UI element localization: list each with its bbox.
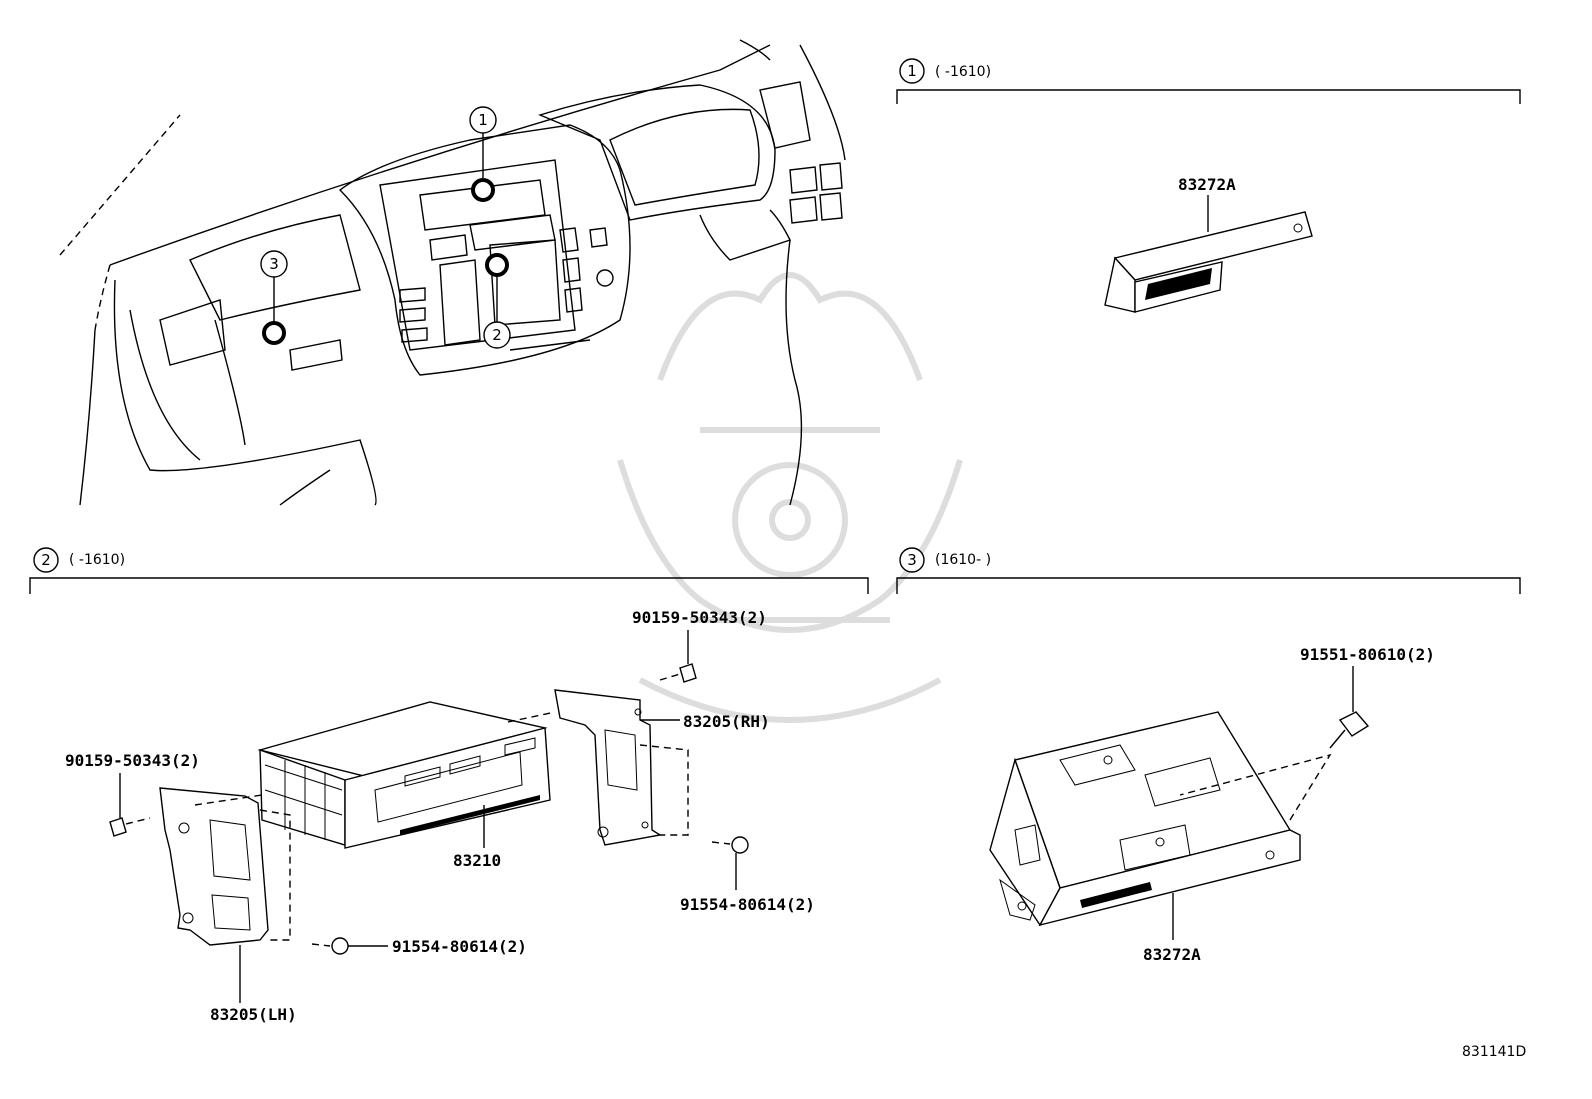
section-1: 1 ( -1610) 83272A xyxy=(896,58,1521,313)
part-label-83205-lh: 83205(LH) xyxy=(210,1005,297,1024)
svg-text:3: 3 xyxy=(269,255,279,273)
part-label-91554-80614-right: 91554-80614(2) xyxy=(680,895,815,914)
svg-text:1: 1 xyxy=(478,111,488,129)
part-83210-unit xyxy=(257,701,551,849)
callout-3: 3 xyxy=(260,250,288,345)
part-label-83205-rh: 83205(RH) xyxy=(683,712,770,731)
part-83272a-sec1 xyxy=(1104,211,1313,313)
watermark-emblem xyxy=(617,272,963,723)
svg-text:3: 3 xyxy=(907,551,917,569)
part-label-83272a: 83272A xyxy=(1178,175,1236,194)
svg-text:( -1610): ( -1610) xyxy=(69,552,125,568)
section-2: 2 ( -1610) 83210 83205(RH) xyxy=(29,547,869,1024)
part-label-90159-50343-top: 90159-50343(2) xyxy=(632,608,767,627)
bolt-91554-right-icon xyxy=(711,836,749,854)
svg-text:( -1610): ( -1610) xyxy=(935,64,991,80)
part-83205-lh-bracket xyxy=(159,787,269,946)
bolt-91554-left-icon xyxy=(311,937,349,955)
callout-1: 1 xyxy=(469,106,497,202)
section-3: 3 (1610- ) 83272A 91551-80610(2) xyxy=(896,547,1521,964)
svg-text:2: 2 xyxy=(41,551,51,569)
bolt-91551-icon xyxy=(1329,711,1370,749)
screw-90159-top-icon xyxy=(659,663,697,683)
callout-2: 2 xyxy=(483,253,511,349)
part-label-91554-80614-left: 91554-80614(2) xyxy=(392,937,527,956)
screw-90159-left-icon xyxy=(109,817,151,837)
svg-text:2: 2 xyxy=(492,326,502,344)
svg-text:1: 1 xyxy=(907,62,917,80)
svg-text:(1610- ): (1610- ) xyxy=(935,552,991,568)
part-label-83272a-sec3: 83272A xyxy=(1143,945,1201,964)
part-label-90159-50343-left: 90159-50343(2) xyxy=(65,751,200,770)
part-label-91551-80610: 91551-80610(2) xyxy=(1300,645,1435,664)
part-83205-rh-bracket xyxy=(554,689,662,846)
part-83272a-sec3 xyxy=(989,711,1301,927)
diagram-code: 831141D xyxy=(1462,1044,1526,1060)
dashboard-overview xyxy=(59,39,846,506)
part-label-83210: 83210 xyxy=(453,851,501,870)
